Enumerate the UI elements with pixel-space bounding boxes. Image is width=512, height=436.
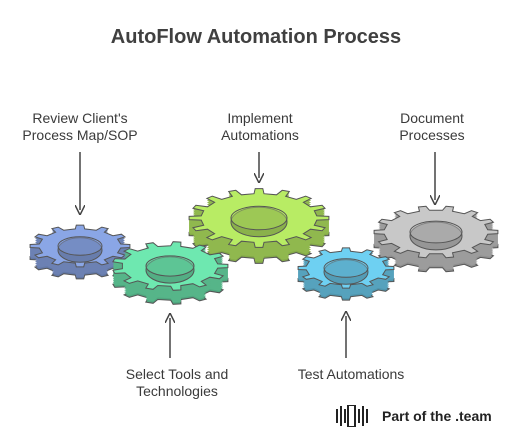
step-label-test: Test Automations bbox=[276, 366, 426, 383]
step-label-document: Document Processes bbox=[362, 110, 502, 144]
step-label-review: Review Client's Process Map/SOP bbox=[10, 110, 150, 144]
gear-review bbox=[29, 224, 131, 280]
gear-test bbox=[297, 247, 395, 301]
barcode-logo-icon bbox=[336, 405, 368, 427]
gears-group bbox=[29, 188, 499, 305]
page-title: AutoFlow Automation Process bbox=[110, 26, 402, 48]
gear-document bbox=[373, 205, 499, 273]
step-label-line: Automations bbox=[221, 127, 299, 143]
step-label-line: Test Automations bbox=[297, 366, 405, 382]
brand-text: Part of the .team bbox=[382, 408, 492, 424]
step-label-line: Review Client's bbox=[32, 110, 128, 126]
brand-footer: Part of the .team bbox=[336, 404, 492, 428]
gear-select bbox=[112, 241, 229, 305]
step-label-implement: Implement Automations bbox=[190, 110, 330, 144]
step-label-line: Select Tools and bbox=[125, 366, 229, 382]
gear-implement bbox=[188, 188, 330, 264]
step-label-line: Document bbox=[400, 110, 464, 126]
step-label-line: Process Map/SOP bbox=[22, 127, 138, 143]
step-label-line: Processes bbox=[399, 127, 465, 143]
step-label-select: Select Tools and Technologies bbox=[92, 366, 262, 400]
step-label-line: Implement bbox=[227, 110, 293, 126]
step-label-line: Technologies bbox=[136, 383, 218, 399]
